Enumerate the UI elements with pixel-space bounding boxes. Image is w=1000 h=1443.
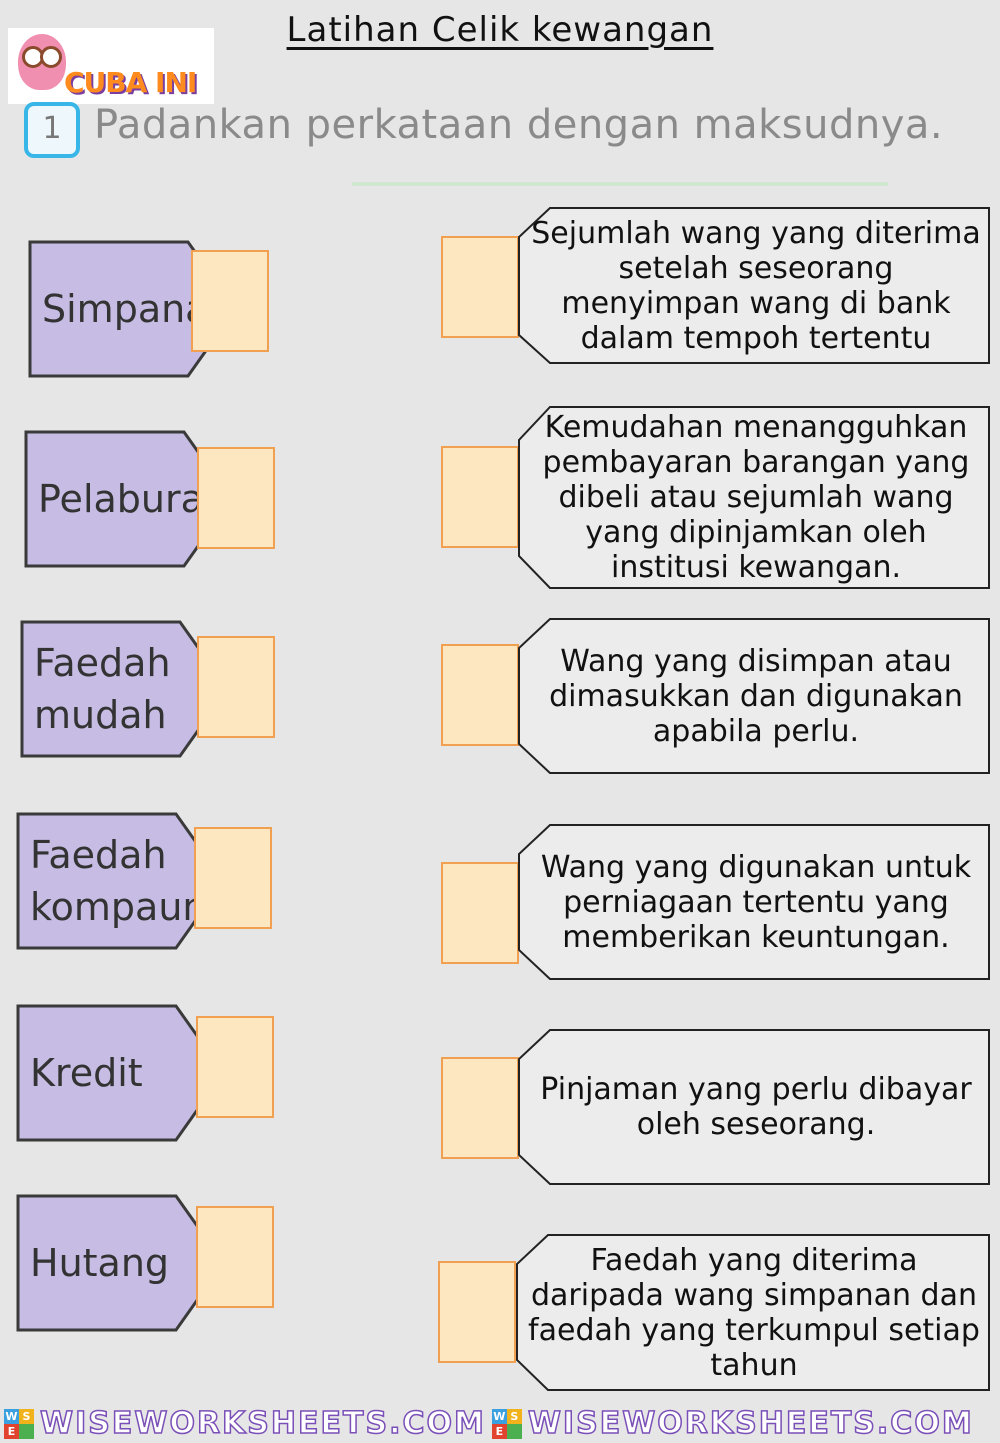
badge-letter: S [19,1408,34,1424]
answer-box-right[interactable] [441,236,519,338]
definition-card: Wang yang digunakan untuk perniagaan ter… [518,824,990,980]
badge-letter [19,1423,34,1439]
answer-box-right[interactable] [441,862,519,964]
instruction-text: Padankan perkataan dengan maksudnya. [94,102,944,148]
definition-shape [518,1029,990,1185]
definition-card: Pinjaman yang perlu dibayar oleh seseora… [518,1029,990,1185]
logo-text: CUBA INI [64,66,197,99]
definition-text: Faedah yang diterima daripada wang simpa… [528,1242,980,1383]
badge-letter: S [506,1408,522,1424]
term-label: Pelaburan [38,477,228,521]
definition-shape [518,824,990,980]
definition-text: Sejumlah wang yang diterima setelah sese… [531,215,981,356]
definition-card: Faedah yang diterima daripada wang simpa… [516,1234,990,1391]
definition-shape [518,406,990,589]
answer-box-left[interactable] [191,250,269,352]
definition-card: Wang yang disimpan atau dimasukkan dan d… [518,618,990,774]
definition-text: Wang yang digunakan untuk perniagaan ter… [540,849,972,955]
answer-box-left[interactable] [197,447,275,549]
badge-letter: W [4,1408,19,1424]
definition-shape [518,618,990,774]
definition-card: Kemudahan menangguhkan pembayaran barang… [518,406,990,589]
answer-box-left[interactable] [196,1016,274,1118]
definition-text: Wang yang disimpan atau dimasukkan dan d… [549,643,963,749]
cuba-ini-logo: CUBA INI [8,28,214,104]
term-label: Simpanan [42,287,233,331]
instruction-divider [352,182,888,186]
badge-letter: E [4,1423,19,1439]
watermark-footer: W S E WISEWORKSHEETS.COM W S E WISEWORKS… [0,1404,1000,1443]
answer-box-right[interactable] [438,1261,516,1363]
term-card: Pelaburan [24,430,228,568]
definition-text: Kemudahan menangguhkan pembayaran barang… [542,410,970,585]
instruction-number: 1 [24,102,80,158]
answer-box-right[interactable] [441,1057,519,1159]
term-label: Faedah mudah [34,641,171,737]
term-label: Kredit [30,1051,143,1095]
watermark-text: WISEWORKSHEETS.COM [527,1405,974,1442]
watermark-badge-icon: W S E [491,1408,522,1439]
term-label: Faedah kompaun [30,833,207,929]
definition-shape [516,1234,990,1391]
page-title: Latihan Celik kewangan [286,10,714,50]
answer-box-right[interactable] [441,446,519,548]
badge-letter [506,1423,522,1439]
badge-letter: W [491,1408,507,1424]
badge-letter: E [491,1423,507,1439]
term-label: Hutang [30,1241,170,1285]
answer-box-left[interactable] [194,827,272,929]
definition-card: Sejumlah wang yang diterima setelah sese… [518,207,990,364]
definition-text: Pinjaman yang perlu dibayar oleh seseora… [540,1072,972,1142]
answer-box-left[interactable] [197,636,275,738]
term-card: Hutang [16,1194,212,1332]
answer-box-right[interactable] [441,644,519,746]
term-card: Faedah kompaun [16,812,212,950]
watermark-badge-icon: W S E [4,1408,34,1439]
owl-icon [18,34,66,90]
term-card: Faedah mudah [20,620,216,758]
answer-box-left[interactable] [196,1206,274,1308]
watermark-text: WISEWORKSHEETS.COM [39,1405,486,1442]
term-card: Kredit [16,1004,212,1142]
definition-shape [518,207,990,364]
